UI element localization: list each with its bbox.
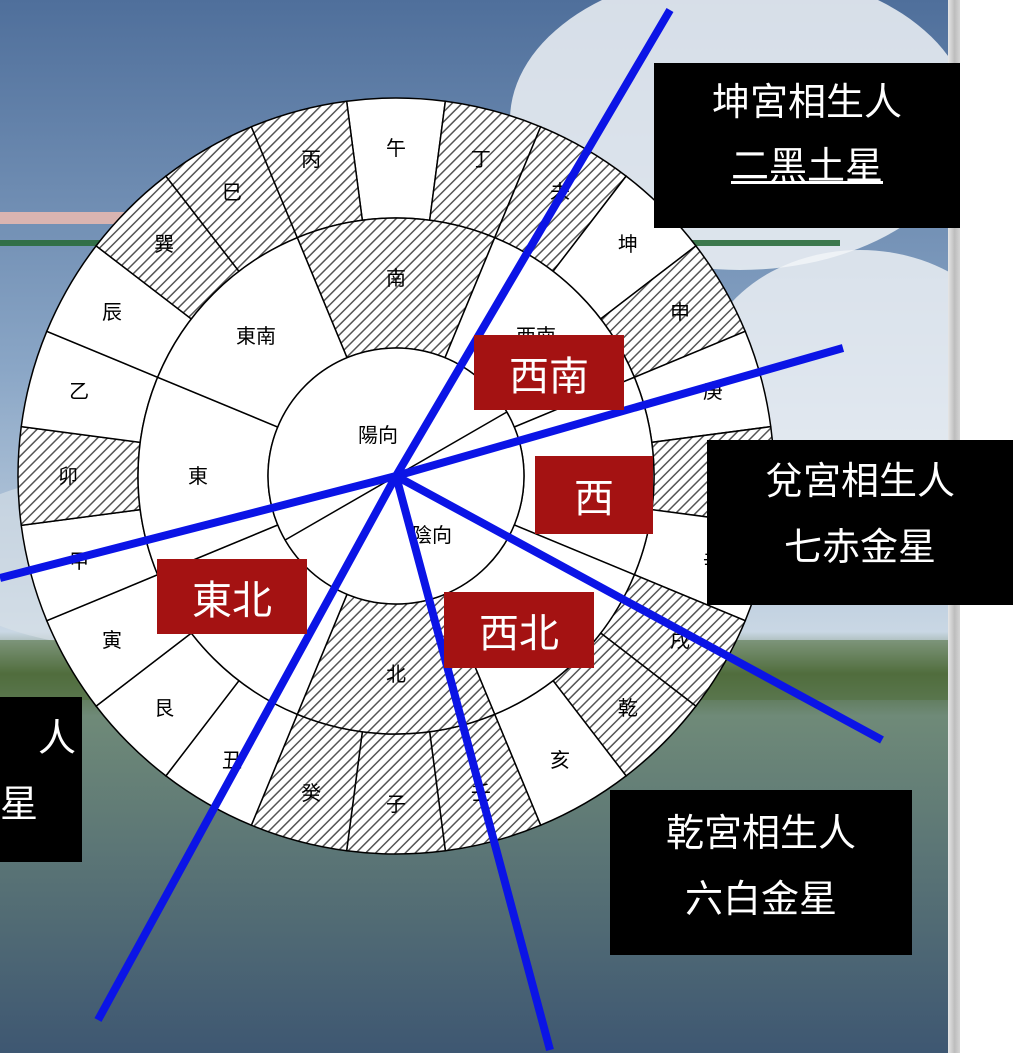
center-top-label: 陽向 (358, 423, 398, 447)
callout-kun-line1: 坤宮相生人 (711, 80, 902, 124)
middle-ring-label: 南 (386, 266, 406, 290)
middle-ring-label: 東南 (236, 324, 276, 348)
outer-ring-label: 丁 (471, 147, 491, 171)
outer-ring-label: 子 (386, 792, 406, 816)
callout-qian-line1: 乾宮相生人 (665, 811, 856, 855)
outer-ring-label: 巽 (154, 232, 174, 256)
label-northwest: 西北 (444, 592, 594, 668)
outer-ring-label: 亥 (550, 748, 570, 772)
outer-ring-label: 巳 (222, 180, 242, 204)
outer-ring-label: 寅 (102, 628, 122, 652)
outer-ring-label: 午 (386, 136, 406, 160)
outer-ring-label: 卯 (58, 464, 78, 488)
callout-dui: 兌宮相生人 七赤金星 (707, 440, 1013, 605)
middle-ring-label: 北 (386, 662, 406, 686)
outer-ring-label: 坤 (618, 232, 638, 256)
callout-kun: 坤宮相生人 二黑土星 (654, 63, 960, 228)
callout-left-line2: 星 (0, 782, 39, 826)
middle-ring-label: 東 (188, 464, 208, 488)
outer-ring-label: 癸 (301, 781, 321, 805)
guide-line-southwest (392, 7, 674, 479)
callout-dui-line2: 七赤金星 (783, 525, 936, 569)
callout-left-partial: 人 星 (0, 697, 82, 862)
callout-left-line1: 人 (37, 716, 76, 760)
callout-dui-line1: 兌宮相生人 (764, 459, 955, 503)
guide-line-northeast (94, 474, 400, 1022)
label-northeast: 東北 (157, 559, 307, 634)
outer-ring-label: 辰 (102, 300, 122, 324)
label-southwest: 西南 (474, 335, 624, 410)
center-bottom-label: 陰向 (412, 523, 452, 547)
guide-line-northwest-right (394, 472, 884, 744)
outer-ring-label: 申 (670, 300, 690, 324)
guide-line-west (394, 344, 845, 480)
guide-line-northwest-down (392, 474, 554, 1052)
outer-ring-label: 丙 (301, 147, 321, 171)
callout-qian: 乾宮相生人 六白金星 (610, 790, 912, 955)
guide-line-east (0, 472, 397, 582)
callout-kun-line2: 二黑土星 (730, 144, 883, 188)
outer-ring-label: 乙 (69, 379, 89, 403)
callout-qian-line2: 六白金星 (684, 877, 837, 921)
outer-ring-label: 艮 (154, 696, 174, 720)
label-west: 西 (535, 456, 653, 534)
outer-ring-label: 乾 (618, 696, 638, 720)
guide-lines (0, 7, 884, 1052)
outer-sector (17, 425, 142, 527)
